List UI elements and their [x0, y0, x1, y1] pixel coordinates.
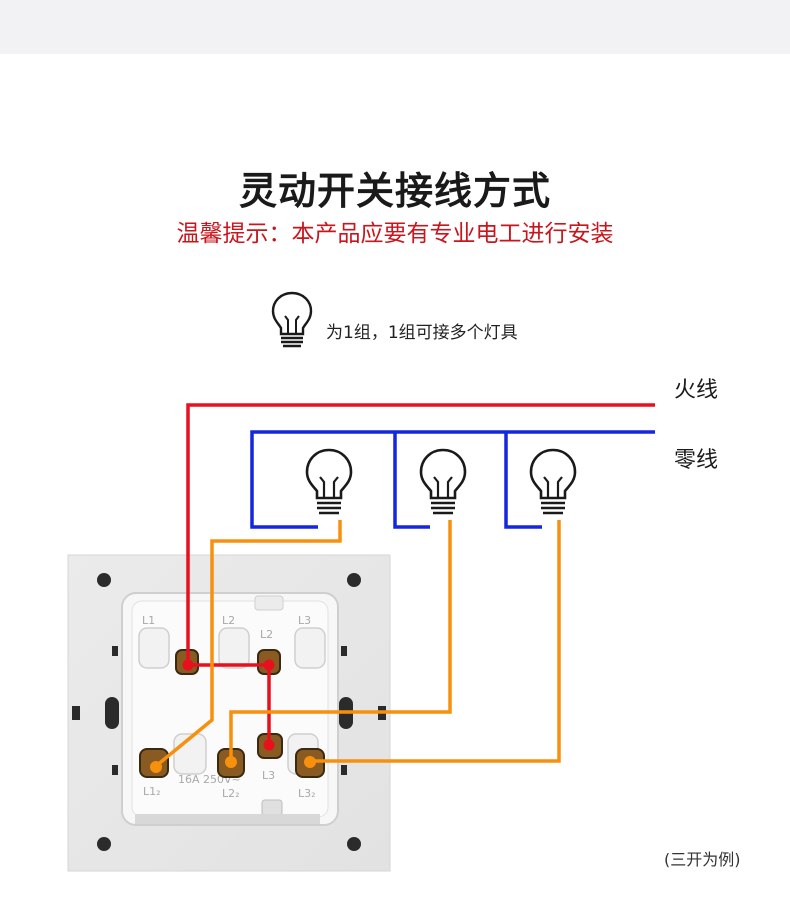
light-bulb-icon [271, 291, 313, 348]
legend-text: 为1组，1组可接多个灯具 [326, 322, 518, 343]
mount-tab [112, 646, 118, 656]
mount-hole [347, 837, 361, 851]
neutral-wire-label: 零线 [674, 448, 719, 473]
terminal-label-top-1: L1 [142, 614, 155, 627]
mount-slot [105, 697, 119, 729]
junction-dot [263, 739, 275, 751]
footnote: (三开为例) [664, 850, 741, 869]
switched-wire [154, 520, 561, 768]
junction-dot [150, 761, 162, 773]
terminal-label-top-4: L3 [298, 614, 311, 627]
installation-notice: 温馨提示：本产品应要有专业电工进行安装 [176, 221, 614, 247]
terminal-label-bottom-3: L3 [262, 769, 275, 782]
mount-hole [97, 837, 111, 851]
junction-dot [304, 756, 316, 768]
mount-tab [112, 765, 118, 775]
mount-tab [72, 706, 80, 720]
switch-clip [261, 799, 283, 817]
switch-clip [135, 814, 320, 824]
light-bulb-icon [529, 448, 577, 515]
terminal-label-bottom-2: L2₂ [222, 787, 240, 800]
live-wire-label: 火线 [674, 378, 719, 403]
light-bulb-icon [419, 448, 467, 515]
page-title: 灵动开关接线方式 [238, 169, 551, 213]
junction-dot [182, 659, 194, 671]
mount-hole [347, 573, 361, 587]
junction-dot [225, 756, 237, 768]
light-bulb-icon [305, 448, 353, 515]
top-band [0, 0, 790, 54]
terminal-label-bottom-4: L3₂ [298, 787, 316, 800]
terminal-label-top-3: L2 [260, 628, 273, 641]
terminal-label-top-2: L2 [222, 614, 235, 627]
legend: 为1组，1组可接多个灯具 [270, 290, 518, 350]
mount-tab [341, 646, 347, 656]
mount-hole [97, 573, 111, 587]
junction-dot [263, 659, 275, 671]
top-terminal-housings [138, 627, 326, 669]
switch-clip [254, 595, 284, 611]
neutral-wire [250, 430, 655, 529]
mount-tab [341, 765, 347, 775]
terminal-label-bottom-1: L1₂ [143, 785, 161, 798]
